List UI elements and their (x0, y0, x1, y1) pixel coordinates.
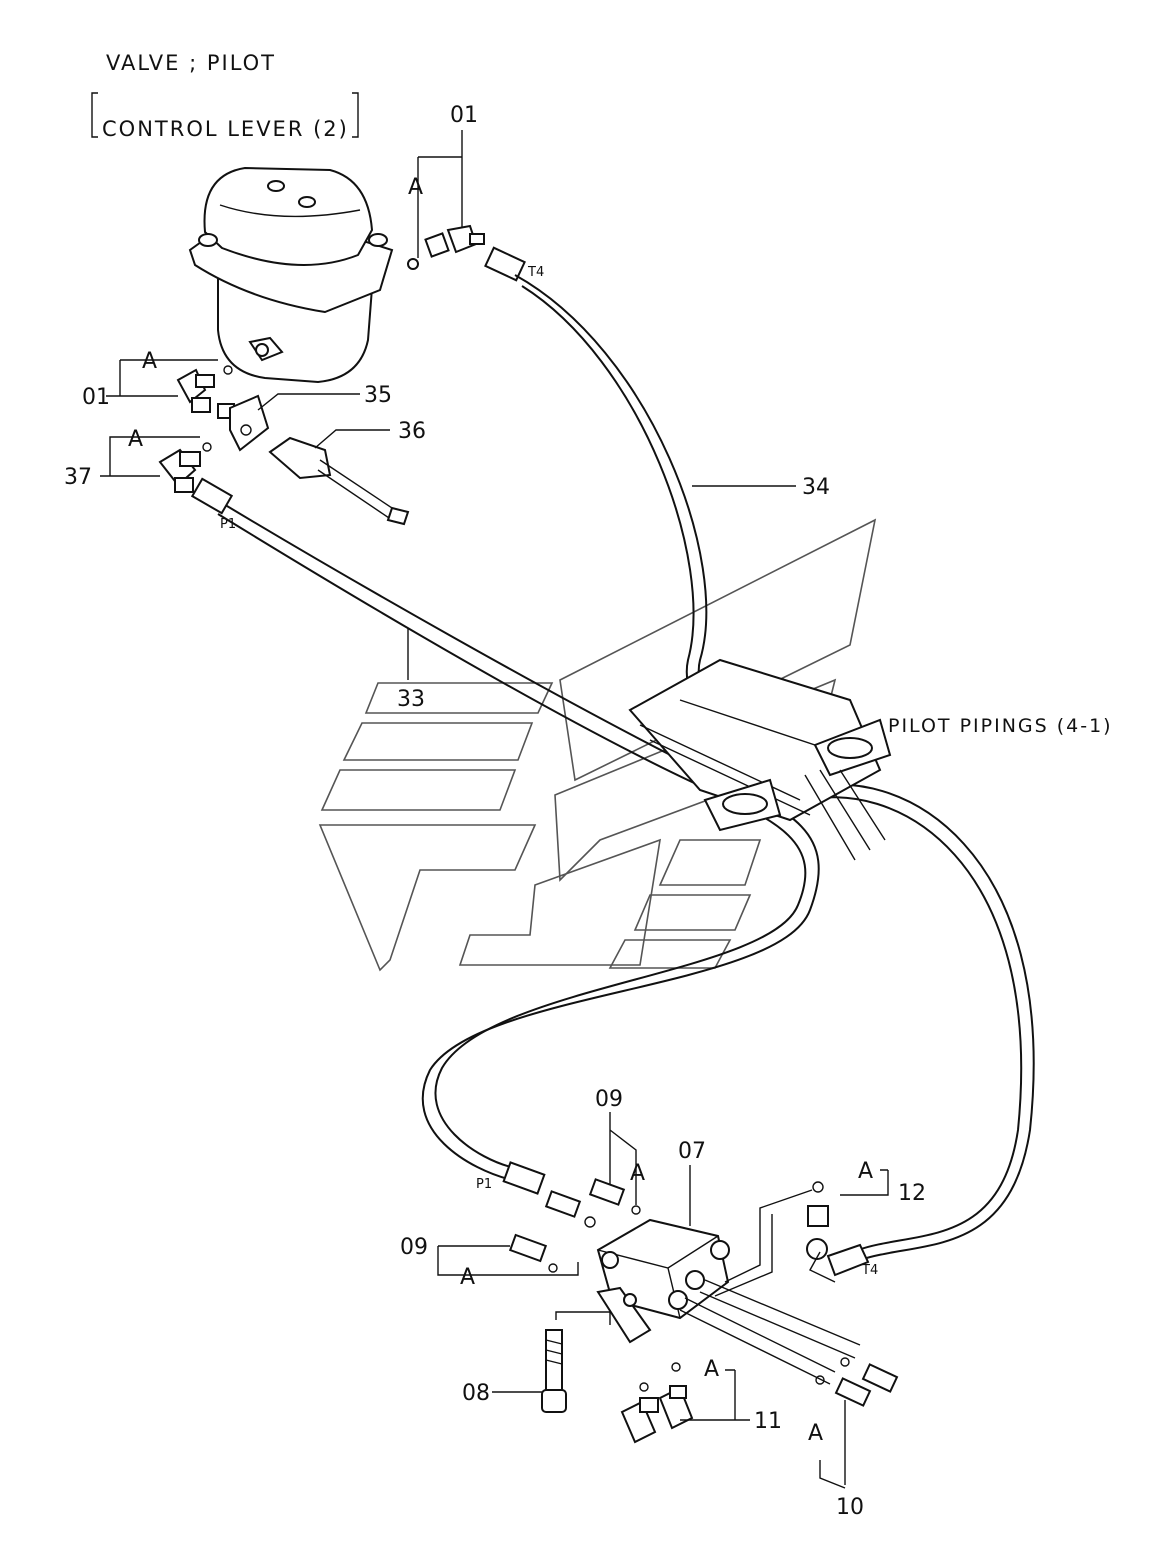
callout-34: 34 (802, 475, 830, 500)
port-label-t4-top: T4 (527, 265, 544, 280)
fittings-11 (620, 1362, 694, 1444)
label-a-09: A (630, 1161, 645, 1186)
label-a-09b: A (460, 1265, 475, 1290)
port-label-p1-top: P1 (220, 517, 236, 532)
bolt-08 (541, 1329, 567, 1413)
label-a-left1: A (142, 349, 157, 374)
tube-bottom-2 (679, 1297, 836, 1385)
title-bracket-left (91, 92, 98, 138)
callout-01-left: 01 (82, 385, 110, 410)
callout-01-top: 01 (450, 103, 478, 128)
callout-33: 33 (397, 687, 425, 712)
fitting-09-left (508, 1233, 558, 1273)
leader-09-top (609, 1112, 637, 1205)
hose-clamp-center (628, 658, 892, 861)
leader-01-top (417, 130, 463, 258)
port-label-t4-bottom: T4 (861, 1263, 878, 1278)
section-label-pilot-pipings: PILOT PIPINGS (4-1) (888, 715, 1113, 737)
elbow-fitting-01-left (176, 365, 233, 413)
tube-bottom-1 (699, 1279, 861, 1359)
callout-36: 36 (398, 419, 426, 444)
diagram-title-line1: VALVE ; PILOT (106, 51, 276, 75)
tube-bottom-4 (714, 1214, 773, 1297)
fittings-10 (815, 1357, 899, 1407)
leader-09-left (437, 1245, 579, 1276)
callout-10: 10 (836, 1495, 864, 1520)
pilot-valve-body (188, 166, 394, 384)
title-bracket-right (352, 92, 359, 138)
tube-bottom-3 (724, 1189, 813, 1283)
diagram-title-line2: CONTROL LEVER (2) (102, 117, 349, 141)
label-a-11: A (704, 1357, 719, 1382)
hose-33-inner (217, 513, 807, 1169)
callout-37: 37 (64, 465, 92, 490)
pressure-switch-36 (268, 436, 410, 526)
callout-11: 11 (754, 1409, 782, 1434)
leader-t4-bottom (809, 1251, 836, 1283)
adapter-bottom-left (544, 1190, 596, 1228)
callout-08: 08 (462, 1381, 490, 1406)
leader-36 (314, 429, 390, 449)
port-label-p1-bottom: P1 (476, 1177, 492, 1192)
hose-33 (221, 502, 820, 1181)
leader-08 (492, 1311, 611, 1393)
elbow-fitting-01-top (407, 224, 485, 270)
callout-12: 12 (898, 1181, 926, 1206)
hose-end-p1-top (190, 477, 234, 515)
fitting-12 (806, 1181, 870, 1277)
leader-10 (819, 1400, 846, 1489)
leader-11 (680, 1369, 750, 1421)
label-a-left2: A (128, 427, 143, 452)
callout-07: 07 (678, 1139, 706, 1164)
tee-block-35 (217, 394, 270, 452)
hose-end-t4-top (484, 246, 526, 282)
leader-37 (100, 436, 200, 477)
callout-09-left: 09 (400, 1235, 428, 1260)
leader-12 (840, 1169, 889, 1196)
valve-block-07 (596, 1218, 730, 1344)
elbow-fitting-37 (158, 442, 212, 493)
leader-35 (257, 393, 360, 411)
callout-09-top: 09 (595, 1087, 623, 1112)
label-a-top: A (408, 175, 423, 200)
hose-end-p1-bottom (502, 1161, 546, 1195)
label-a-12: A (858, 1159, 873, 1184)
callout-35: 35 (364, 383, 392, 408)
leader-01-left (106, 359, 218, 397)
label-a-10: A (808, 1421, 823, 1446)
